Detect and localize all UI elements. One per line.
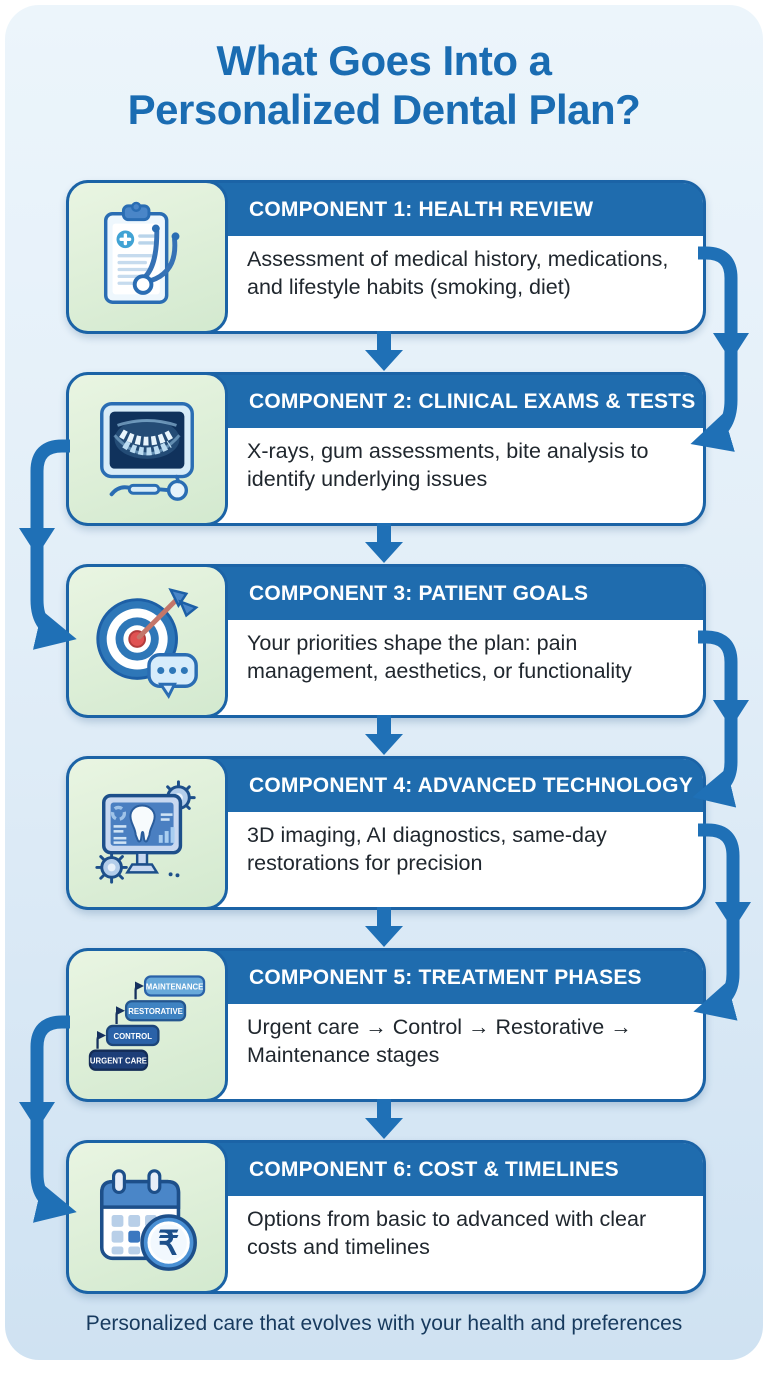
component-3-body: Your priorities shape the plan: pain man… [247, 631, 632, 684]
component-6-body: Options from basic to advanced with clea… [247, 1207, 647, 1260]
page-title: What Goes Into a Personalized Dental Pla… [0, 36, 768, 134]
phase-label-urgent-care: URGENT CARE [90, 1057, 147, 1066]
rupee-symbol: ₹ [158, 1225, 179, 1262]
component-5-header-bar: COMPONENT 5: TREATMENT PHASES [189, 951, 703, 1004]
component-3-icon-panel [66, 564, 228, 718]
clipboard-stethoscope-icon [103, 201, 180, 304]
component-4-header-bar: COMPONENT 4: ADVANCED TECHNOLOGY [189, 759, 703, 812]
component-6-header: COMPONENT 6: COST & TIMELINES [249, 1157, 619, 1181]
component-card-2: COMPONENT 2: CLINICAL EXAMS & TESTS X-ra… [66, 372, 706, 526]
component-card-5: COMPONENT 5: TREATMENT PHASES Urgent car… [66, 948, 706, 1102]
component-3-header-bar: COMPONENT 3: PATIENT GOALS [189, 567, 703, 620]
calendar-rupee-icon: ₹ [99, 1169, 197, 1271]
component-6-header-bar: COMPONENT 6: COST & TIMELINES [189, 1143, 703, 1196]
component-card-4: COMPONENT 4: ADVANCED TECHNOLOGY 3D imag… [66, 756, 706, 910]
component-4-icon-panel [66, 756, 228, 910]
component-4-header: COMPONENT 4: ADVANCED TECHNOLOGY [249, 773, 693, 797]
component-1-body: Assessment of medical history, medicatio… [247, 247, 669, 300]
component-5-body: Urgent care → Control → Restorative → Ma… [247, 1015, 632, 1068]
component-2-header: COMPONENT 2: CLINICAL EXAMS & TESTS [249, 389, 696, 413]
title-line-2: Personalized Dental Plan? [127, 86, 641, 134]
component-3-header: COMPONENT 3: PATIENT GOALS [249, 581, 589, 605]
treatment-phases-icon: MAINTENANCE RESTORATIVE CONTROL URGENT C… [88, 975, 206, 1071]
phase-label-maintenance: MAINTENANCE [146, 982, 204, 991]
component-2-body: X-rays, gum assessments, bite analysis t… [247, 439, 649, 492]
component-1-header: COMPONENT 1: HEALTH REVIEW [249, 197, 594, 221]
component-4-body: 3D imaging, AI diagnostics, same-day res… [247, 823, 607, 876]
component-card-3: COMPONENT 3: PATIENT GOALS Your prioriti… [66, 564, 706, 718]
component-card-6: COMPONENT 6: COST & TIMELINES Options fr… [66, 1140, 706, 1294]
dental-xray-icon [100, 402, 194, 501]
phase-label-control: CONTROL [113, 1032, 152, 1041]
target-arrow-icon [96, 588, 199, 699]
phase-label-restorative: RESTORATIVE [128, 1007, 183, 1016]
component-5-icon-panel: MAINTENANCE RESTORATIVE CONTROL URGENT C… [66, 948, 228, 1102]
component-5-header: COMPONENT 5: TREATMENT PHASES [249, 965, 642, 989]
component-2-icon-panel [66, 372, 228, 526]
component-card-1: COMPONENT 1: HEALTH REVIEW Assessment of… [66, 180, 706, 334]
monitor-tooth-icon [95, 780, 196, 884]
component-2-header-bar: COMPONENT 2: CLINICAL EXAMS & TESTS [189, 375, 703, 428]
footer-tagline: Personalized care that evolves with your… [85, 1312, 683, 1335]
component-1-icon-panel [66, 180, 228, 334]
component-6-icon-panel: ₹ [66, 1140, 228, 1294]
component-1-header-bar: COMPONENT 1: HEALTH REVIEW [189, 183, 703, 236]
title-line-1: What Goes Into a [216, 37, 552, 84]
